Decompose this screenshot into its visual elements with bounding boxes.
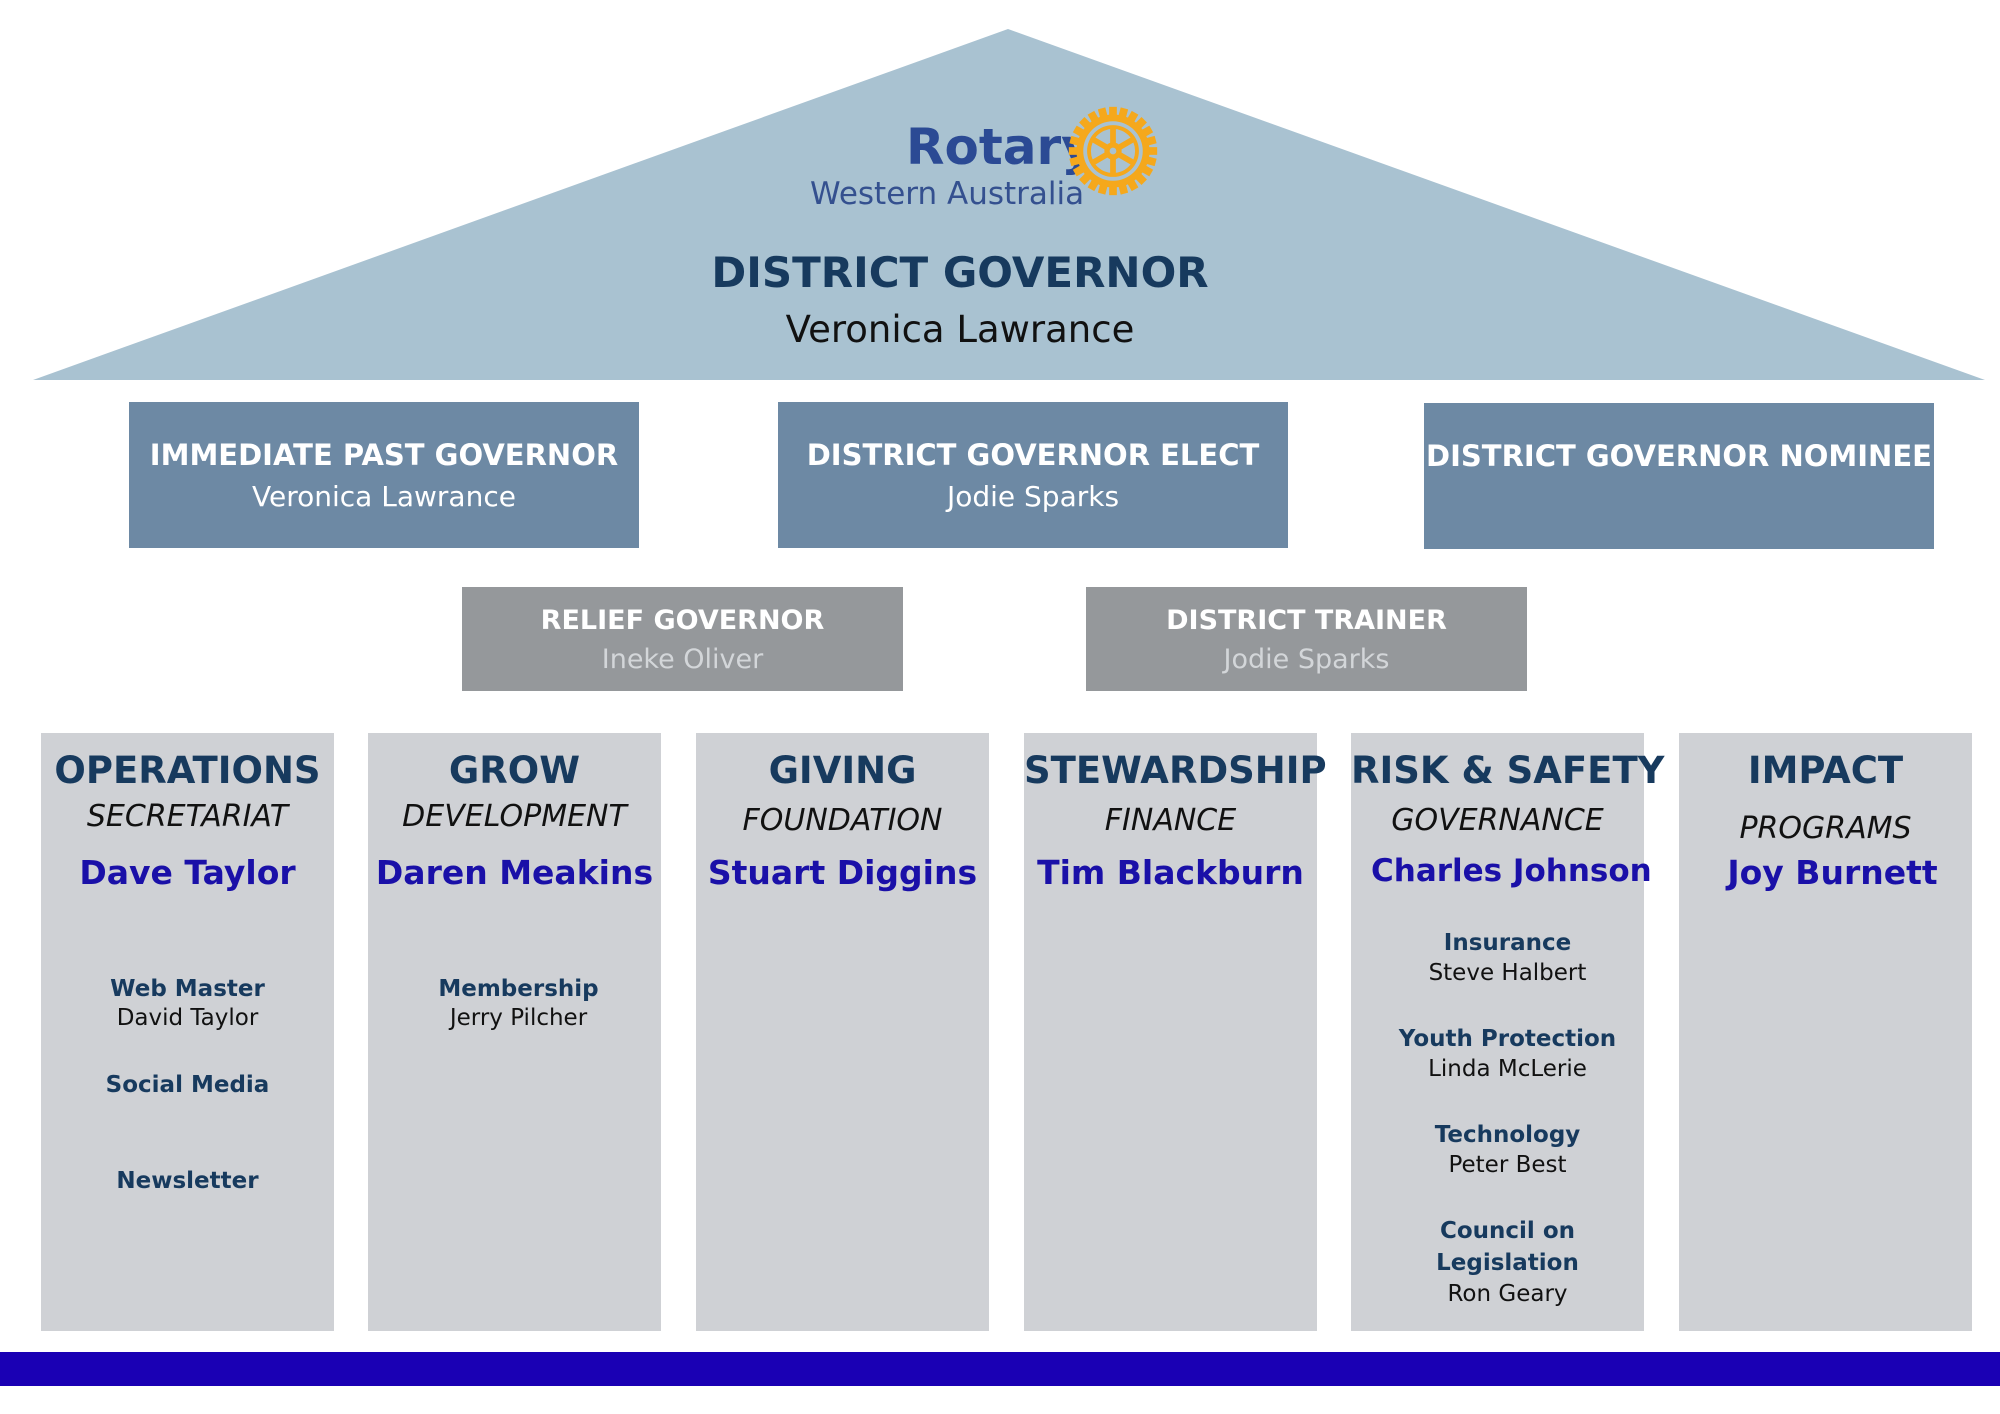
impact-column: IMPACT PROGRAMS Joy Burnett <box>1679 733 1972 1331</box>
role-title: Social Media <box>105 1072 270 1098</box>
column-subheading: FINANCE <box>1104 803 1237 838</box>
district-governor-nominee-box: DISTRICT GOVERNOR NOMINEE <box>1424 403 1934 549</box>
role-title: Membership <box>438 976 599 1002</box>
column-subheading: SECRETARIAT <box>86 799 289 834</box>
column-person: Joy Burnett <box>1727 853 1938 892</box>
grow-column: GROW DEVELOPMENT Daren Meakins Membershi… <box>368 733 661 1331</box>
relief-governor-box: RELIEF GOVERNOR Ineke Oliver <box>462 587 903 691</box>
column-heading: GROW <box>448 749 581 792</box>
district-governor-nominee-title: DISTRICT GOVERNOR NOMINEE <box>1426 439 1932 473</box>
column-subheading: DEVELOPMENT <box>402 799 627 834</box>
district-governor-elect-title: DISTRICT GOVERNOR ELECT <box>806 438 1260 472</box>
operations-column: OPERATIONS SECRETARIAT Dave Taylor Web M… <box>41 733 334 1331</box>
footer-bar <box>0 1352 2000 1386</box>
district-trainer-name: Jodie Sparks <box>1223 644 1390 675</box>
district-trainer-title: DISTRICT TRAINER <box>1166 605 1447 636</box>
immediate-past-governor-name: Veronica Lawrance <box>252 480 516 513</box>
role-title: Youth Protection <box>1398 1026 1617 1052</box>
column-subheading: FOUNDATION <box>742 803 943 838</box>
role-name: David Taylor <box>116 1005 259 1031</box>
column-person: Daren Meakins <box>375 853 654 892</box>
role-name: Peter Best <box>1448 1152 1567 1178</box>
role-title: Technology <box>1434 1122 1581 1148</box>
district-governor-name: Veronica Lawrance <box>785 308 1135 351</box>
column-person: Stuart Diggins <box>707 853 978 892</box>
column-heading: RISK & SAFETY <box>1351 749 1665 792</box>
role-name: Ron Geary <box>1447 1281 1568 1307</box>
role-title: Council on Legislation <box>1436 1218 1579 1276</box>
district-governor-elect-box: DISTRICT GOVERNOR ELECT Jodie Sparks <box>778 402 1288 548</box>
role-name: Steve Halbert <box>1428 960 1587 986</box>
relief-governor-name: Ineke Oliver <box>601 644 764 675</box>
column-subheading: PROGRAMS <box>1739 811 1912 846</box>
column-person: Tim Blackburn <box>1037 853 1304 892</box>
giving-column: GIVING FOUNDATION Stuart Diggins <box>696 733 989 1331</box>
immediate-past-governor-box: IMMEDIATE PAST GOVERNOR Veronica Lawranc… <box>129 402 639 548</box>
district-trainer-box: DISTRICT TRAINER Jodie Sparks <box>1086 587 1527 691</box>
column-heading: GIVING <box>768 749 917 792</box>
column-person: Dave Taylor <box>79 853 296 892</box>
rotary-logo-subtitle: Western Australia <box>810 176 1085 212</box>
immediate-past-governor-title: IMMEDIATE PAST GOVERNOR <box>149 438 619 472</box>
relief-governor-title: RELIEF GOVERNOR <box>540 605 825 636</box>
risk-safety-column: RISK & SAFETY GOVERNANCE Charles Johnson… <box>1351 733 1665 1331</box>
role-title: Insurance <box>1443 930 1572 956</box>
role-name: Jerry Pilcher <box>449 1005 588 1031</box>
column-person: Charles Johnson <box>1371 853 1652 889</box>
district-governor-elect-name: Jodie Sparks <box>946 480 1120 513</box>
column-subheading: GOVERNANCE <box>1391 803 1604 838</box>
column-heading: STEWARDSHIP <box>1024 749 1327 792</box>
rotary-logo-word: Rotary <box>906 118 1094 176</box>
role-title: Web Master <box>110 976 265 1002</box>
role-title: Newsletter <box>116 1168 259 1194</box>
district-governor-title: DISTRICT GOVERNOR <box>711 248 1209 297</box>
column-heading: OPERATIONS <box>54 749 321 792</box>
column-heading: IMPACT <box>1747 749 1904 792</box>
role-name: Linda McLerie <box>1428 1056 1587 1082</box>
roof-triangle <box>33 29 1985 380</box>
stewardship-column: STEWARDSHIP FINANCE Tim Blackburn <box>1024 733 1327 1331</box>
rotary-wheel-icon <box>1068 106 1158 196</box>
